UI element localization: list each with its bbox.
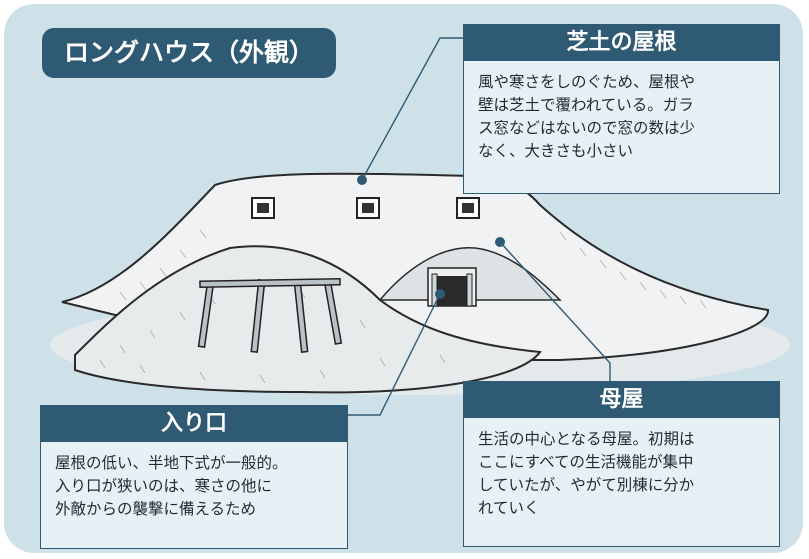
- callout-text: 風や寒さをしのぐため、屋根や 壁は芝土で覆われている。ガラ ス窓などはないので窓…: [464, 61, 779, 193]
- callout-line: 外敵からの襲撃に備えるため: [55, 500, 257, 518]
- callout-line: れていく: [478, 499, 540, 517]
- callout-text: 生活の中心となる母屋。初期は ここにすべての生活機能が集中 していたが、やがて別…: [464, 418, 779, 546]
- roof-windows: [251, 197, 480, 219]
- callout-main-house: 母屋 生活の中心となる母屋。初期は ここにすべての生活機能が集中 していたが、や…: [463, 381, 780, 547]
- callout-line: 入り口が狭いのは、寒さの他に: [55, 477, 273, 495]
- callout-entrance: 入り口 屋根の低い、半地下式が一般的。 入り口が狭いのは、寒さの他に 外敵からの…: [40, 405, 348, 549]
- callout-title: 芝土の屋根: [464, 25, 779, 61]
- pointer-dots: [357, 175, 505, 299]
- roof-hatching: [119, 229, 707, 309]
- entrance-mound: [74, 245, 542, 394]
- callout-line: していたが、やがて別棟に分か: [478, 476, 695, 494]
- callout-line: 風や寒さをしのぐため、屋根や: [478, 73, 696, 91]
- callout-line: なく、大きさも小さい: [478, 142, 634, 160]
- callout-title: 母屋: [464, 382, 779, 418]
- callout-text: 屋根の低い、半地下式が一般的。 入り口が狭いのは、寒さの他に 外敵からの襲撃に備…: [41, 442, 347, 548]
- callout-turf-roof: 芝土の屋根 風や寒さをしのぐため、屋根や 壁は芝土で覆われている。ガラ ス窓など…: [463, 24, 780, 194]
- callout-line: 壁は芝土で覆われている。ガラ: [478, 96, 694, 114]
- page-title: ロングハウス（外観）: [42, 28, 337, 78]
- wooden-frame: [197, 278, 343, 353]
- callout-line: 屋根の低い、半地下式が一般的。: [55, 454, 288, 472]
- callout-title: 入り口: [41, 406, 347, 442]
- callout-line: 生活の中心となる母屋。初期は: [478, 430, 695, 448]
- leader-lines: [346, 37, 611, 416]
- callout-line: ス窓などはないので窓の数は少: [478, 119, 696, 137]
- doorway: [427, 267, 477, 307]
- callout-line: ここにすべての生活機能が集中: [478, 453, 694, 471]
